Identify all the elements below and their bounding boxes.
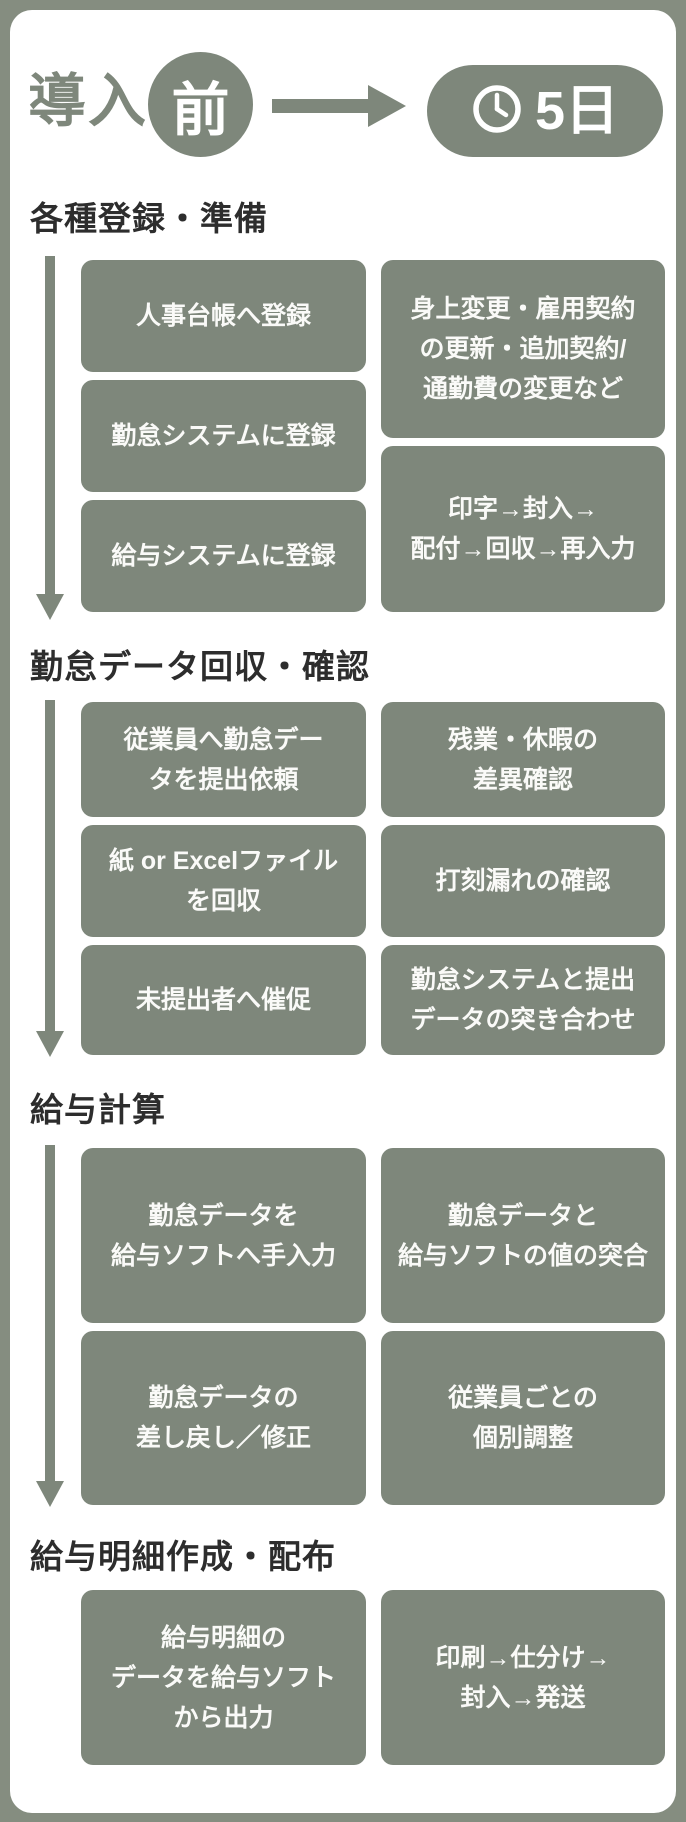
title-badge-circle: 前 xyxy=(148,52,253,157)
task-box: 未提出者へ催促 xyxy=(81,945,366,1055)
task-box: 印刷→仕分け→ 封入→発送 xyxy=(381,1590,665,1765)
task-box: 給与明細の データを給与ソフト から出力 xyxy=(81,1590,366,1765)
task-box: 従業員ごとの 個別調整 xyxy=(381,1331,665,1505)
task-box: 勤怠データを 給与ソフトへ手入力 xyxy=(81,1148,366,1323)
down-arrow-icon xyxy=(36,1145,64,1512)
task-box: 従業員へ勤怠デー タを提出依頼 xyxy=(81,702,366,817)
page-title: 導入 xyxy=(28,69,149,134)
task-box: 勤怠システムに登録 xyxy=(81,380,366,492)
task-box: 勤怠データと 給与ソフトの値の突合 xyxy=(381,1148,665,1323)
right-arrow-icon xyxy=(272,84,406,133)
task-box: 身上変更・雇用契約 の更新・追加契約/ 通勤費の変更など xyxy=(381,260,665,438)
task-box: 勤怠システムと提出 データの突き合わせ xyxy=(381,945,665,1055)
down-arrow-icon xyxy=(36,256,64,625)
task-box: 打刻漏れの確認 xyxy=(381,825,665,937)
task-box: 人事台帳へ登録 xyxy=(81,260,366,372)
section-title-payslip: 給与明細作成・配布 xyxy=(30,1538,336,1575)
task-box: 紙 or Excelファイル を回収 xyxy=(81,825,366,937)
section-title-payroll: 給与計算 xyxy=(30,1091,166,1128)
duration-badge: 5日 xyxy=(427,65,663,157)
task-box: 給与システムに登録 xyxy=(81,500,366,612)
section-title-attendance: 勤怠データ回収・確認 xyxy=(30,648,370,685)
task-box: 残業・休暇の 差異確認 xyxy=(381,702,665,817)
clock-icon xyxy=(471,83,523,140)
down-arrow-icon xyxy=(36,700,64,1062)
duration-label: 5日 xyxy=(534,81,620,141)
task-box: 勤怠データの 差し戻し／修正 xyxy=(81,1331,366,1505)
section-title-registration: 各種登録・準備 xyxy=(30,200,268,237)
title-badge-label: 前 xyxy=(171,77,230,143)
task-box: 印字→封入→ 配付→回収→再入力 xyxy=(381,446,665,612)
